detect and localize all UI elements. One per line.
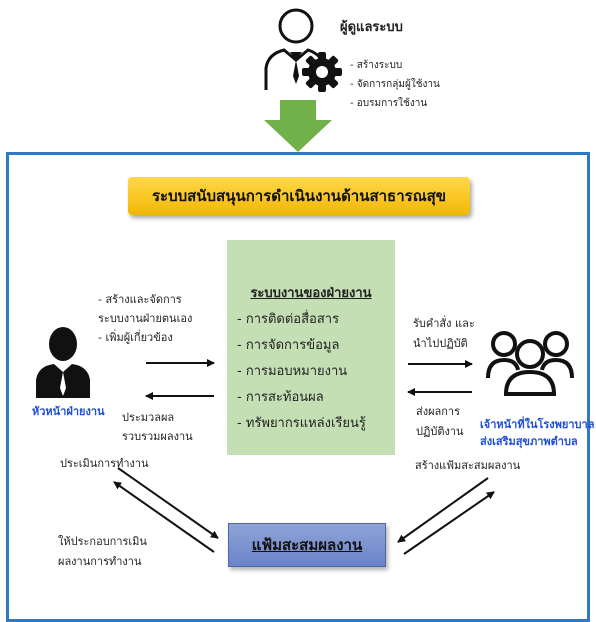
department-system-item: - การสะท้อนผล	[237, 390, 324, 405]
admin-duties: - สร้างระบบ - จัดการกลุ่มผู้ใช้งาน - อบร…	[350, 56, 440, 113]
arrow-leader-to-portfolio	[117, 467, 219, 539]
text-line: นำไปปฏิบัติ	[413, 337, 468, 350]
department-system-title: ระบบงานของฝ่ายงาน	[250, 286, 372, 301]
leader-person-icon	[36, 327, 90, 398]
staff-to-center-text: ส่งผลการ ปฏิบัติงาน	[416, 402, 464, 442]
text-line: - เพิ่มผู้เกี่ยวข้อง	[98, 331, 173, 344]
text-line: รับคำสั่ง และ	[413, 317, 475, 330]
staff-label: เจ้าหน้าที่ในโรงพยาบาล ส่งเสริมสุขภาพตำบ…	[480, 416, 594, 450]
leader-label: หัวหน้าฝ่ายงาน	[32, 405, 105, 418]
leader-from-center-text: ประมวลผล รวบรวมผลงาน	[122, 408, 193, 446]
text-line: ส่งผลการ	[416, 405, 461, 418]
text-line: ผลงานการทำงาน	[58, 555, 142, 568]
staff-to-portfolio-text: สร้างแฟ้มสะสมผลงาน	[415, 459, 521, 472]
department-system-box: ระบบงานของฝ่ายงาน - การติดต่อสื่อสาร - ก…	[227, 240, 395, 455]
arrow-staff-to-portfolio	[397, 477, 489, 543]
staff-group-icon	[486, 331, 574, 396]
admin-duty: - อบรมการใช้งาน	[350, 98, 428, 109]
down-arrow-icon	[264, 100, 332, 152]
department-system-item: - การมอบหมายงาน	[237, 364, 348, 379]
text-line: - สร้างและจัดการ	[98, 293, 182, 306]
text-line: รวบรวมผลงาน	[122, 430, 193, 443]
system-title-banner: ระบบสนับสนุนการดำเนินงานด้านสาธารณสุข	[128, 177, 470, 215]
admin-duty: - จัดการกลุ่มผู้ใช้งาน	[350, 79, 440, 90]
leader-to-center-text: - สร้างและจัดการ ระบบงานฝ่ายตนเอง - เพิ่…	[98, 290, 192, 347]
text-line: ปฏิบัติงาน	[416, 425, 464, 438]
text-line: ส่งเสริมสุขภาพตำบล	[480, 435, 578, 448]
staff-from-center-text: รับคำสั่ง และ นำไปปฏิบัติ	[413, 314, 475, 354]
text-line: ให้ประกอบการเมิน	[58, 535, 147, 548]
text-line: เจ้าหน้าที่ในโรงพยาบาล	[480, 418, 595, 431]
arrow-portfolio-to-staff	[403, 491, 495, 555]
admin-duty: - สร้างระบบ	[350, 60, 403, 71]
department-system-item: - การจัดการข้อมูล	[237, 338, 340, 353]
portfolio-to-leader-text: ให้ประกอบการเมิน ผลงานการทำงาน	[58, 532, 147, 572]
text-line: ประมวลผล	[122, 411, 175, 424]
arrow-portfolio-to-leader	[113, 481, 215, 553]
department-system-item: - ทรัพยากรแหล่งเรียนรู้	[237, 416, 366, 431]
department-system-item: - การติดต่อสื่อสาร	[237, 312, 340, 327]
portfolio-box: แฟ้มสะสมผลงาน	[228, 523, 386, 567]
admin-gear-icon	[264, 8, 342, 92]
admin-label: ผู้ดูแลระบบ	[340, 20, 403, 35]
leader-to-portfolio-text: ประเมินการทำงาน	[60, 457, 149, 470]
text-line: ระบบงานฝ่ายตนเอง	[98, 312, 193, 325]
